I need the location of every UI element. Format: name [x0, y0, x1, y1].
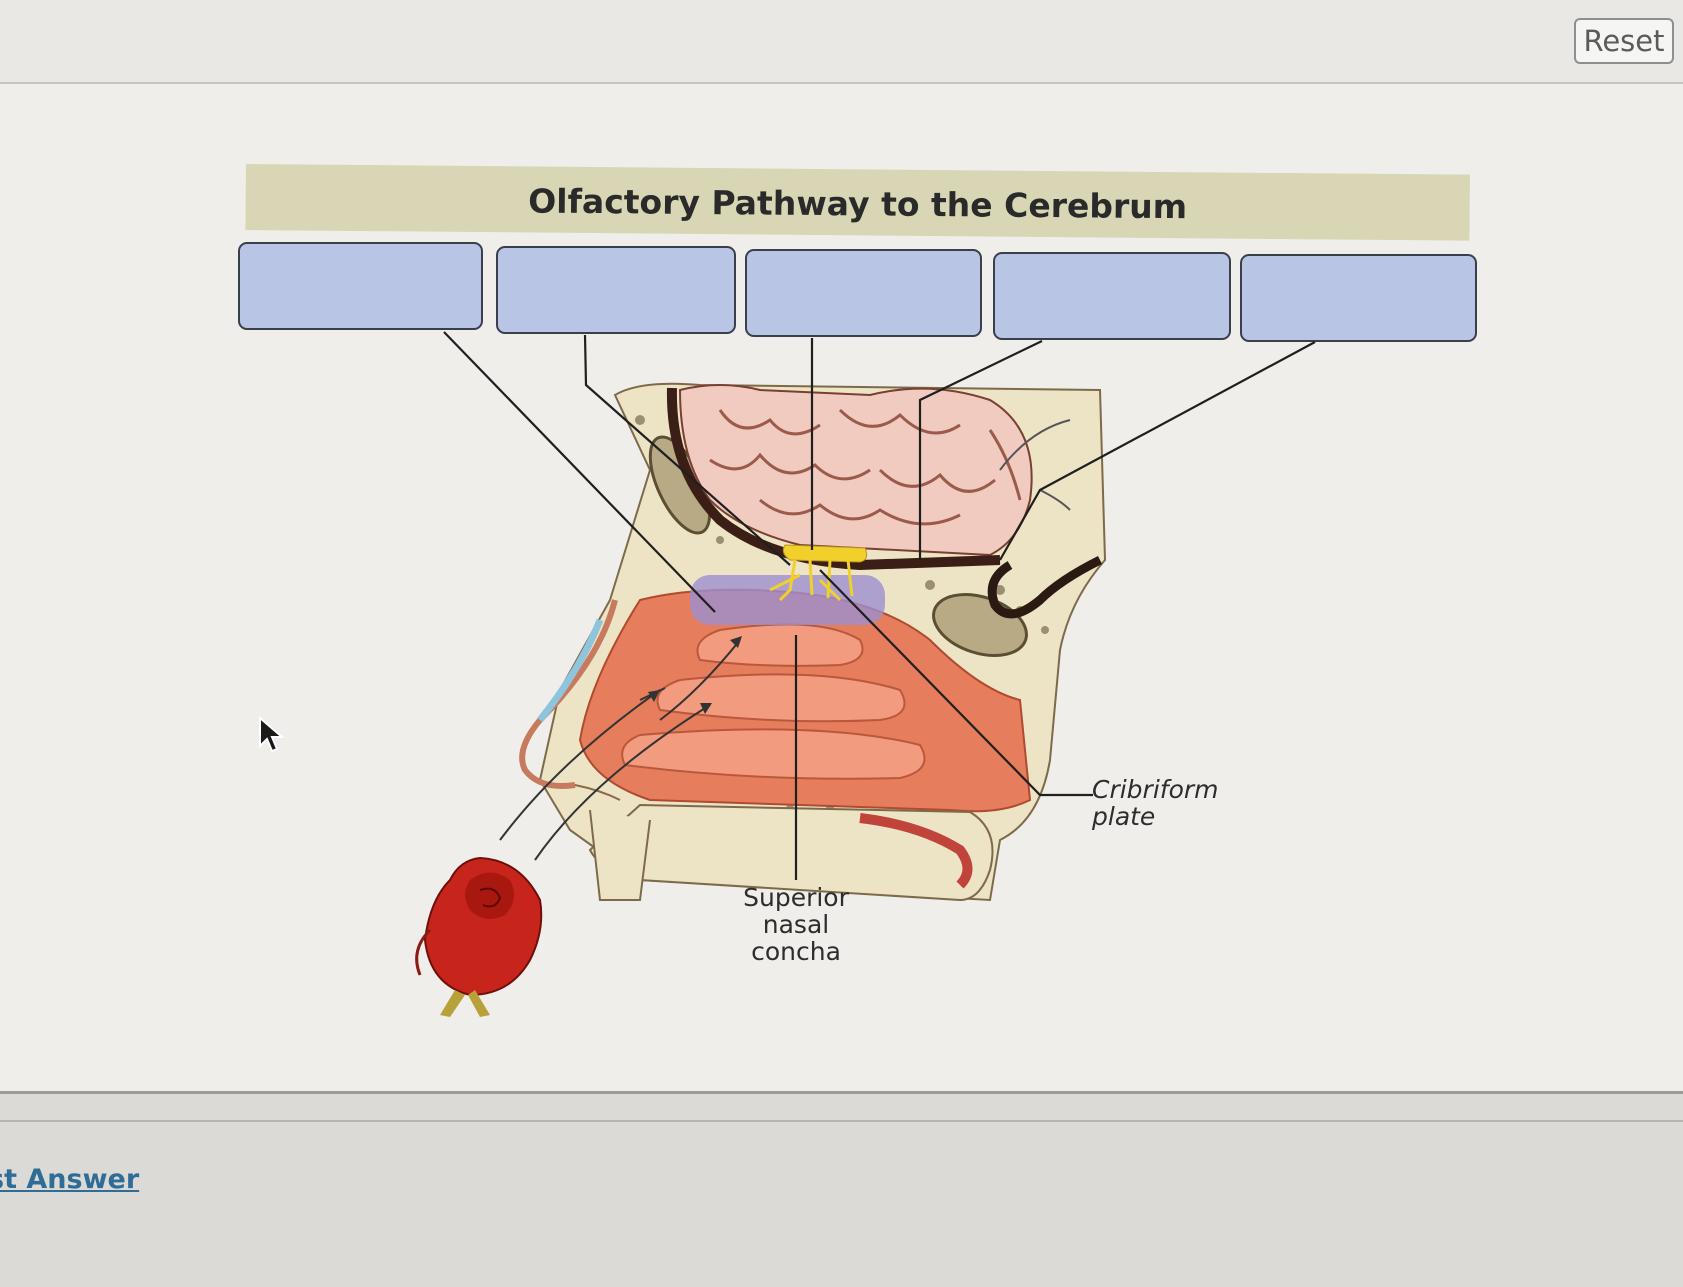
- drop-zone-3[interactable]: [745, 249, 982, 337]
- label-concha-line-1: Superior: [743, 883, 849, 912]
- leader-line-2: [583, 334, 791, 566]
- drop-zone-1[interactable]: [238, 242, 483, 330]
- brain: [678, 384, 1033, 557]
- superior-concha: [696, 623, 864, 667]
- drop-zone-4[interactable]: [993, 252, 1231, 340]
- leader-line-5: [999, 341, 1316, 561]
- label-cribriform-line-2: plate: [1092, 802, 1156, 831]
- olfactory-nerve-fibers: [769, 559, 854, 602]
- leader-line-4: [918, 340, 1043, 560]
- label-cribriform-line-1: Cribriform: [1092, 775, 1219, 804]
- brain-folds: [709, 408, 1022, 526]
- rose-illustration: [415, 856, 543, 1017]
- mouse-pointer-icon: [259, 716, 284, 753]
- drop-zone-2[interactable]: [496, 246, 736, 334]
- label-superior-nasal-concha: Superior nasal concha: [736, 884, 856, 965]
- leader-lines: [443, 331, 1316, 880]
- answer-link[interactable]: st Answer: [0, 1164, 140, 1195]
- label-cribriform-plate: Cribriform plate: [1092, 776, 1219, 830]
- arrow-heads: [648, 636, 742, 714]
- label-concha-line-3: concha: [751, 937, 841, 966]
- leader-line-cribriform: [819, 569, 1093, 797]
- drop-zone-5[interactable]: [1240, 254, 1477, 342]
- leader-line-1: [443, 331, 716, 613]
- label-concha-line-2: nasal: [762, 910, 830, 939]
- external-nose: [519, 599, 618, 789]
- top-toolbar: Reset: [0, 0, 1683, 84]
- footer-area: [0, 1094, 1683, 1287]
- olfactory-bulb: [782, 544, 868, 563]
- sella-turcica: [987, 555, 1103, 619]
- footer-divider: [0, 1120, 1683, 1122]
- middle-concha: [656, 673, 906, 723]
- reset-button[interactable]: Reset: [1574, 18, 1674, 64]
